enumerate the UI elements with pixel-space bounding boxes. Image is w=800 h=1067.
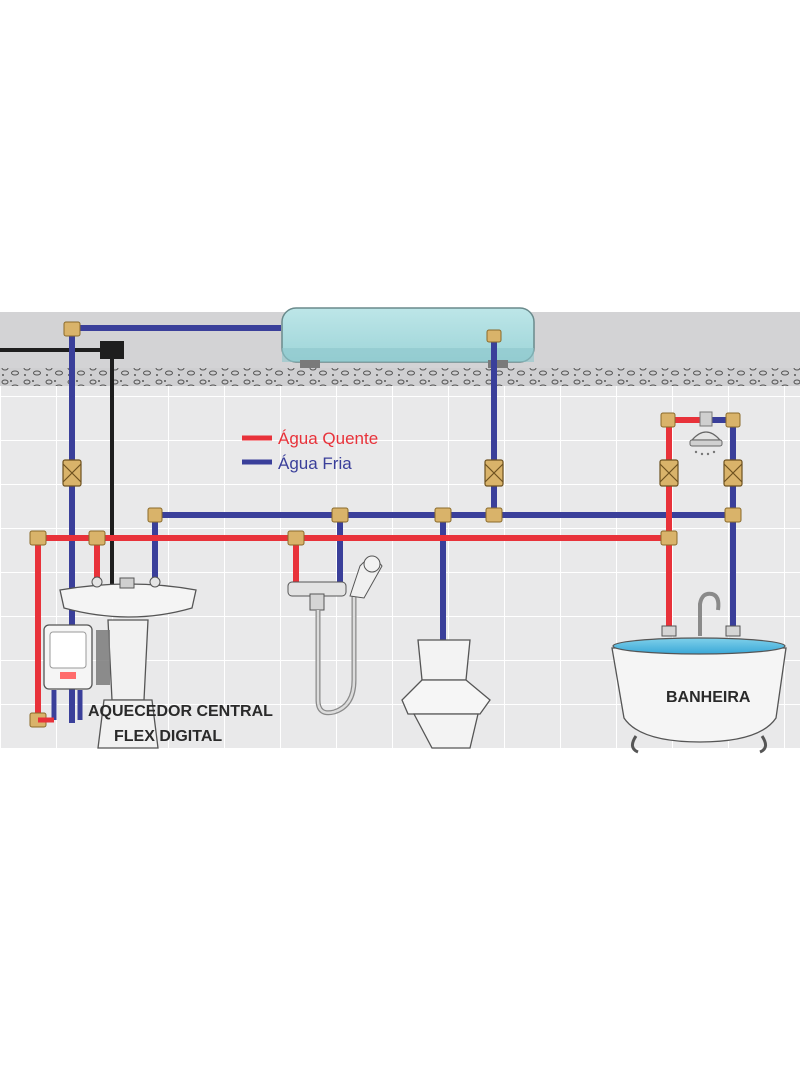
valve-tank-cold bbox=[484, 459, 504, 487]
valve-main-cold bbox=[62, 459, 82, 487]
central-heater bbox=[38, 624, 110, 723]
pedestal-sink bbox=[59, 576, 197, 749]
toilet bbox=[401, 639, 491, 749]
legend-cold-label: Água Fria bbox=[278, 454, 352, 473]
shower-head-icon bbox=[689, 411, 723, 456]
legend-hot-label: Água Quente bbox=[278, 429, 378, 448]
hand-shower bbox=[287, 555, 383, 716]
bathtub bbox=[611, 591, 787, 754]
valve-shower-hot bbox=[659, 459, 679, 487]
heater-label-line2: FLEX DIGITAL bbox=[114, 728, 222, 745]
drain-connector bbox=[100, 341, 124, 359]
legend: Água Quente Água Fria bbox=[242, 429, 378, 473]
pipe-fittings bbox=[29, 321, 742, 728]
drain-pipes bbox=[0, 348, 114, 610]
bathtub-label: BANHEIRA bbox=[666, 689, 751, 706]
gravel-layer bbox=[0, 368, 800, 386]
water-tank bbox=[281, 307, 535, 368]
valves bbox=[62, 459, 743, 487]
heater-label-line1: AQUECEDOR CENTRAL bbox=[88, 703, 273, 720]
valve-shower-cold bbox=[723, 459, 743, 487]
